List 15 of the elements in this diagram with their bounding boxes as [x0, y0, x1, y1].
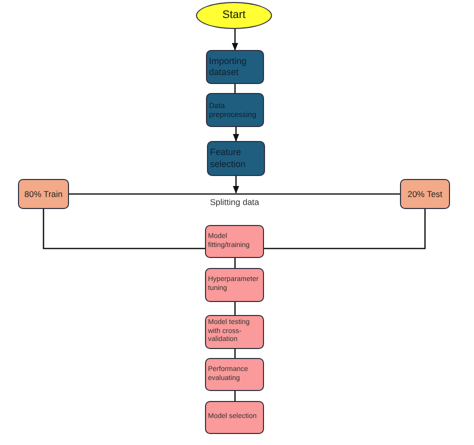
connector-line — [234, 391, 236, 401]
process-box: Feature selection — [207, 141, 265, 176]
start-ellipse: Start — [196, 2, 272, 29]
connector-line — [234, 258, 236, 268]
process-box: Importing dataset — [206, 50, 264, 84]
data-split-box: 20% Test — [400, 179, 450, 209]
arrow — [232, 29, 238, 51]
connector-line — [69, 193, 400, 195]
arrow — [232, 127, 240, 142]
connector-line — [234, 302, 236, 315]
connector-line — [264, 209, 426, 250]
arrow — [232, 176, 240, 194]
data-split-box: 80% Train — [18, 179, 69, 209]
connector-line — [42, 209, 205, 250]
edge-label: Splitting data — [208, 197, 262, 207]
